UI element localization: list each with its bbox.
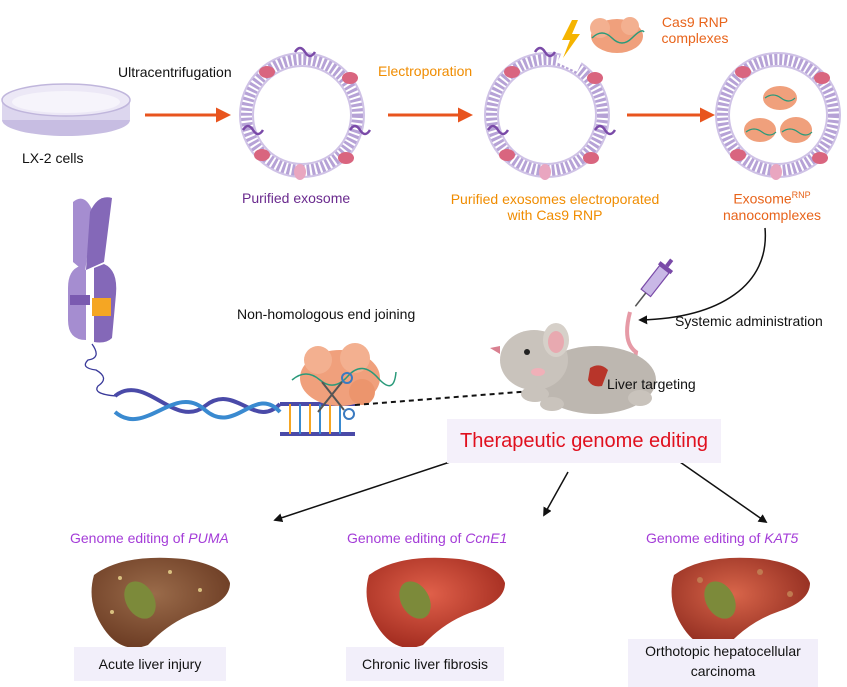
mouse-icon xyxy=(490,311,656,414)
exosome-superscript: RNP xyxy=(791,190,811,200)
label-ultracentrifugation: Ultracentrifugation xyxy=(118,64,232,80)
hcc-line2: carcinoma xyxy=(690,663,756,679)
gene-kat5: KAT5 xyxy=(764,530,799,546)
genome-editing-of-text: Genome editing of xyxy=(70,530,185,546)
syringe-icon xyxy=(634,258,674,307)
scissors-icon xyxy=(317,372,355,420)
genome-editing-of-text: Genome editing of xyxy=(347,530,462,546)
dna-double-helix-icon xyxy=(113,388,355,436)
liver-puma-icon xyxy=(91,557,231,648)
arrow-to-ccne1 xyxy=(543,471,569,517)
arrow-systemic-administration xyxy=(638,227,767,325)
arrow-to-kat5 xyxy=(679,461,768,524)
nanocomplex-exosome-icon xyxy=(715,52,841,180)
cas9-rnp-cutting-icon xyxy=(291,343,397,406)
electroporated-line1: Purified exosomes electroporated xyxy=(450,191,660,207)
label-liver-targeting: Liver targeting xyxy=(607,376,696,392)
genome-editing-of-text: Genome editing of xyxy=(646,530,761,546)
outcome-chronic-liver-fibrosis: Chronic liver fibrosis xyxy=(346,647,504,681)
cas9-rnp-line2: complexes xyxy=(661,30,729,46)
nanocomplexes-line: nanocomplexes xyxy=(722,206,822,223)
label-cas9-rnp-complexes: Cas9 RNP complexes xyxy=(640,14,750,46)
exosome-word: Exosome xyxy=(733,190,792,207)
label-genome-editing-puma: Genome editing of PUMA xyxy=(70,530,229,546)
hcc-line1: Orthotopic hepatocellular xyxy=(645,643,801,659)
outcome-hcc: Orthotopic hepatocellular carcinoma xyxy=(628,639,818,687)
label-exosome-rnp-nanocomplexes: ExosomeRNP nanocomplexes xyxy=(712,190,832,223)
label-purified-exosomes-electroporated: Purified exosomes electroporated with Ca… xyxy=(425,191,685,223)
label-electroporation: Electroporation xyxy=(378,63,473,79)
gene-puma: PUMA xyxy=(188,530,229,546)
label-genome-editing-ccne1: Genome editing of CcnE1 xyxy=(347,530,507,546)
arrow-to-puma xyxy=(273,461,451,523)
label-lx2-cells: LX-2 cells xyxy=(22,150,84,166)
liver-ccne1-icon xyxy=(366,557,505,648)
label-genome-editing-kat5: Genome editing of KAT5 xyxy=(646,530,798,546)
electroporated-line2: with Cas9 RNP xyxy=(507,207,603,223)
chromosome-icon xyxy=(68,197,117,343)
purified-exosome-icon xyxy=(239,46,372,180)
liver-kat5-icon xyxy=(671,557,810,648)
label-systemic-administration: Systemic administration xyxy=(675,313,823,329)
lightning-icon xyxy=(562,20,580,58)
exosome-rnp-line1: ExosomeRNP xyxy=(712,190,832,207)
electroporated-exosome-icon xyxy=(484,46,617,180)
cas9-rnp-icon xyxy=(590,17,645,53)
gene-ccne1: CcnE1 xyxy=(465,530,508,546)
label-purified-exosome: Purified exosome xyxy=(242,190,351,206)
label-nhej: Non-homologous end joining xyxy=(237,306,416,322)
dna-strand-coil xyxy=(84,343,117,397)
petri-dish-icon xyxy=(1,83,131,136)
outcome-acute-liver-injury: Acute liver injury xyxy=(74,647,226,681)
therapeutic-genome-editing-box: Therapeutic genome editing xyxy=(447,419,721,463)
cas9-rnp-line1: Cas9 RNP xyxy=(661,14,729,30)
